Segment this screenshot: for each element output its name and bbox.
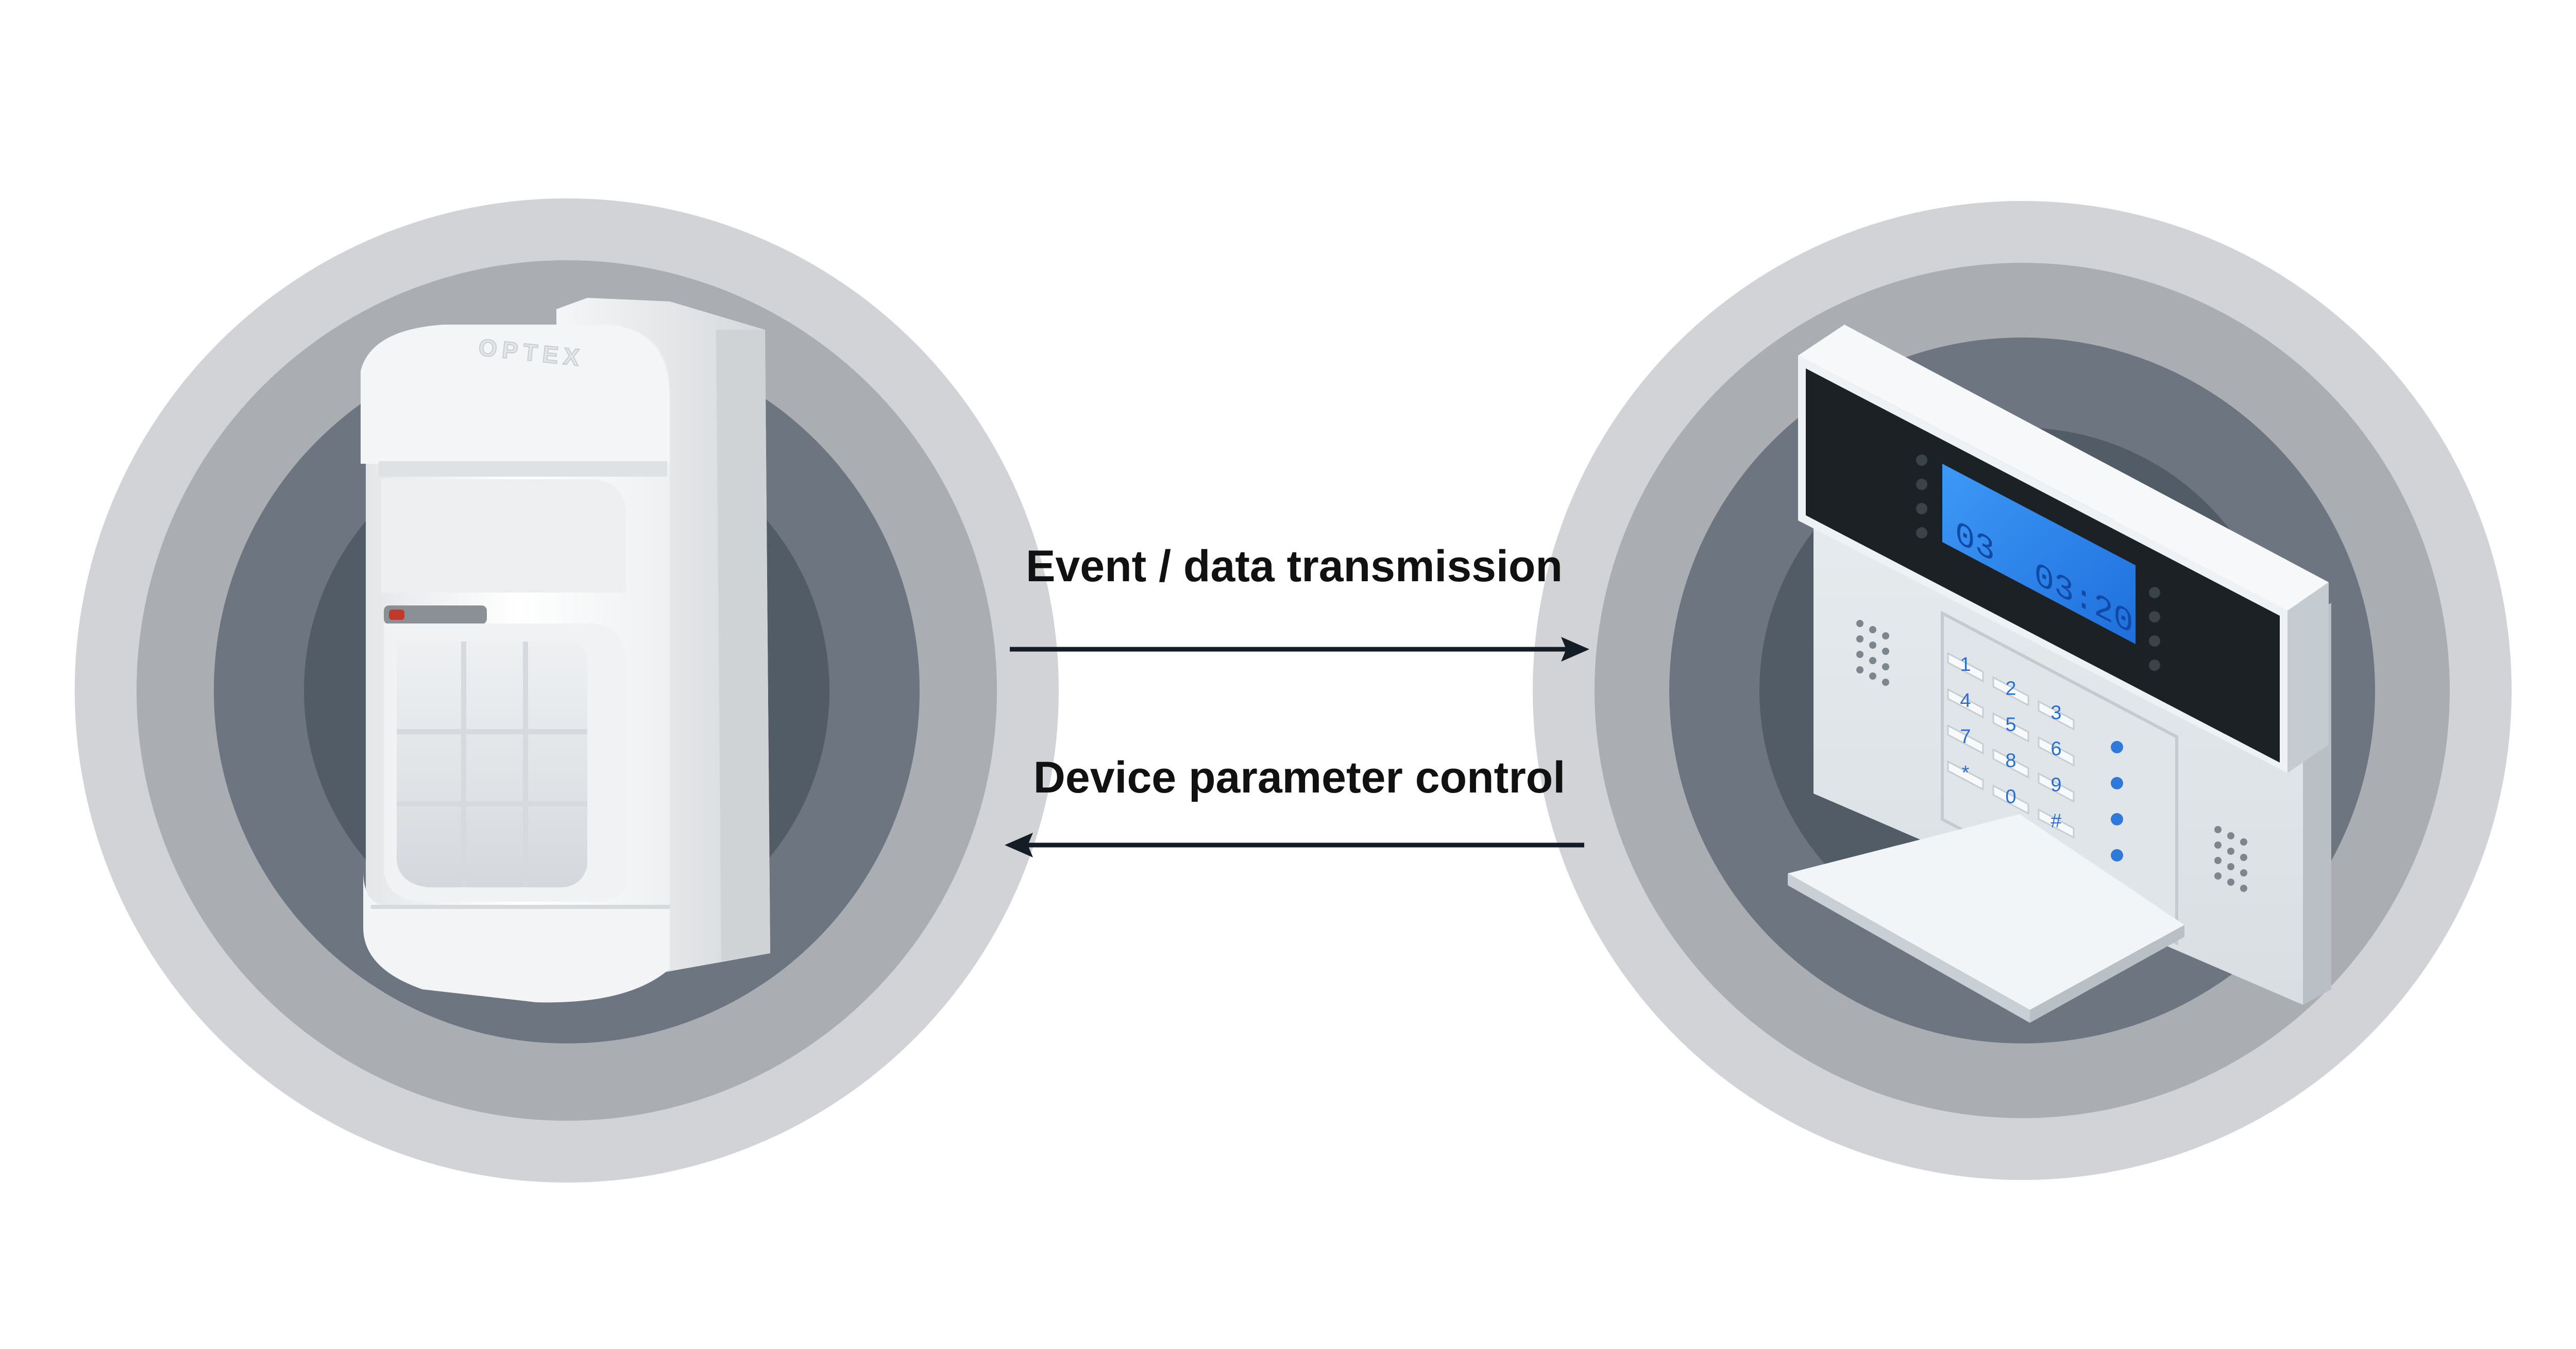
detector-led-strip — [384, 605, 487, 624]
panel-function-key-dot — [2111, 849, 2123, 862]
panel-key-label: 1 — [1960, 654, 1971, 676]
detector-base — [363, 871, 670, 1003]
panel-key-8: 8 — [1992, 748, 2029, 779]
panel-key-label: 2 — [2005, 678, 2016, 700]
panel-key-1: 1 — [1947, 652, 1984, 683]
panel-key-label: 4 — [1960, 690, 1971, 712]
panel-function-key-dot — [2111, 777, 2123, 789]
panel-function-key-dot — [2111, 740, 2123, 753]
detector-top-cap — [361, 325, 670, 464]
panel-key-2: 2 — [1992, 676, 2029, 707]
panel-flip-cover — [1788, 814, 2184, 1010]
panel-leds-left — [1916, 454, 1927, 538]
detector-side-edge — [716, 330, 770, 961]
panel-key-label: 5 — [2005, 714, 2016, 736]
detector-led — [389, 610, 404, 620]
panel-lcd-screen — [1942, 464, 2136, 644]
event-label: Event / data transmission — [1026, 542, 1563, 591]
panel-key-7: 7 — [1947, 724, 1984, 755]
panel-key-label: # — [2050, 810, 2061, 832]
panel-key-label: 7 — [1960, 726, 1971, 748]
panel-key-label: 8 — [2005, 750, 2016, 772]
panel-key-12: # — [2038, 808, 2075, 839]
panel-key-11: 0 — [1992, 784, 2029, 815]
control-arrow-head — [1005, 833, 1033, 857]
panel-key-6: 6 — [2038, 736, 2075, 767]
panel-key-label: 0 — [2005, 786, 2016, 808]
panel-flip-cover-edge — [1788, 873, 2030, 1023]
panel-flip-cover-front — [2030, 925, 2184, 1023]
event-arrow-head — [1561, 637, 1589, 662]
control-arrow — [1005, 833, 1584, 857]
panel-key-label: 3 — [2050, 702, 2061, 723]
panel-key-3: 3 — [2038, 700, 2075, 731]
event-arrow — [1010, 637, 1589, 662]
panel-function-key-dot — [2111, 813, 2123, 825]
panel-key-label: * — [1962, 762, 1970, 784]
panel-keypad: 1 2 3 4 5 6 7 8 9 * 0 # — [1947, 652, 2123, 862]
panel-leds-right — [2149, 587, 2160, 671]
panel-key-label: 6 — [2050, 738, 2061, 760]
motion-detector-image: OPTEX — [361, 298, 770, 1003]
detector-lens-facets — [397, 642, 587, 887]
panel-head-side — [2287, 582, 2329, 773]
control-label: Device parameter control — [1033, 753, 1566, 802]
detector-lens — [397, 642, 587, 887]
detector-upper-window — [381, 479, 626, 593]
panel-key-10: * — [1947, 760, 1984, 791]
panel-key-5: 5 — [1992, 712, 2029, 743]
panel-key-9: 9 — [2038, 772, 2075, 803]
panel-head-top — [1798, 325, 2329, 611]
panel-key-4: 4 — [1947, 688, 1984, 719]
panel-speaker-right — [2214, 826, 2247, 892]
detector-cap-rim — [379, 461, 667, 477]
panel-key-label: 9 — [2050, 774, 2061, 796]
panel-speaker-left — [1856, 620, 1889, 686]
